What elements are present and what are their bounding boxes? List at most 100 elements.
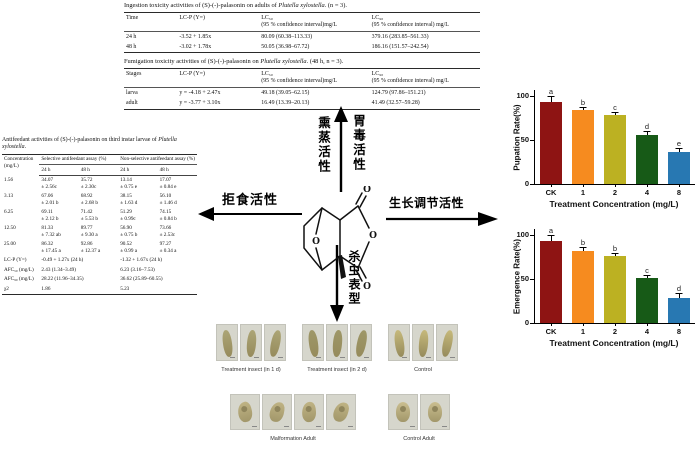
concentration-cell: 12.50 [4,225,16,232]
error-bar [615,254,616,257]
cell-line: ± 0.75 e [120,183,138,190]
x-tick [583,184,584,187]
group-header-row: Concentration (mg/L)Selective antifeedan… [2,154,197,169]
cell-line: 67.06 [41,193,54,200]
cell-line: ± 12.37 a [80,247,101,254]
adult-shape [396,402,410,422]
bar-ck [540,241,562,323]
adult-shape [235,400,255,424]
significance-letter: d [644,122,650,132]
error-cap [675,147,683,149]
photo-strip [216,324,286,361]
title-text: . (48 h, n = 3). [306,58,344,66]
title-text: Fumigation toxicity activities of (S)-(-… [124,58,261,66]
table-cell: 97.27± 0.34 a [158,240,197,256]
larva-shape [354,328,369,358]
summary-label: χ2 [4,285,9,292]
insect-photo [240,324,262,361]
stomach-toxicity-label: 胃毒活性 [351,114,366,172]
svg-text:O: O [363,282,371,292]
error-bar [647,275,648,279]
insect-photo [412,324,434,361]
significance-letter: a [548,87,554,97]
title-text: Antifeedant activities of (S)-(-)-palaso… [2,137,159,143]
error-bar [551,97,552,103]
growth-regulation-activity-label: 生长调节活性 [389,196,465,210]
right-arrow [386,212,498,226]
cell-line: 81.33 [41,225,54,232]
insect-photo [216,324,238,361]
table-cell: 89.77± 9.30 a [79,224,118,240]
concentration-cell: 6.25 [4,209,14,216]
header-line: LC₅₀ [261,71,273,78]
palasonin-structure-icon: O O O O [303,186,377,292]
column-header: LC₅₀(95 % confidence interval)mg/L [259,68,370,89]
adult-head [240,405,248,413]
cell-line: 73.66 [159,225,172,232]
header-line: Stages [126,71,142,78]
cell-line: 68.92 [80,193,93,200]
larva-shape [417,329,430,357]
x-tick-label: 8 [676,188,682,197]
cell-line: ± 1.46 d [159,199,177,206]
fumigation-activity-label: 熏蒸活性 [316,116,331,174]
y-tick-label: 50 [520,274,529,284]
cell-line: 69.11 [41,209,53,216]
error-cap [611,253,619,255]
ingestion-toxicity-table: Ingestion toxicity activities of (S)-(-)… [124,2,480,54]
table-cell: 81.33± 7.32 ab [39,224,78,240]
y-tick [530,234,535,236]
y-tick-label: 100 [516,91,529,101]
significance-letter: c [645,265,649,275]
x-tick-label: 4 [644,188,650,197]
table-cell: 92.86± 12.37 a [79,240,118,256]
table-cell: 49.18 (39.05–62.15) [261,89,310,96]
antifeedant-table: Antifeedant activities of (S)-(-)-palaso… [2,137,197,295]
insect-photo [230,394,260,430]
svg-text:O: O [312,237,320,247]
table-cell: 13.14± 0.75 e [118,175,157,192]
cell-line: 71.42 [80,209,93,216]
header-line: LC-P (Y=) [179,71,205,78]
table-cell: 71.42± 5.53 b [79,208,118,224]
cell-line: ± 0.99 a [120,247,138,254]
photo-group-label: Treatment insect (in 2 d) [307,367,367,373]
concentration-cell: 25.00 [4,241,16,248]
insect-photo [350,324,372,361]
cell-line: ± 0.99c [120,215,136,222]
svg-text:O: O [363,186,371,195]
cell-line: 74.15 [159,209,172,216]
cell-line: 13.14 [120,177,132,184]
error-cap [547,96,555,98]
adult-head [400,406,406,412]
cell-line: 90.52 [120,241,132,248]
column-header: LC₉₀(95 % confidence interval) mg/L [369,68,480,89]
column-header: 48 h [157,164,197,176]
bar-2 [604,114,626,184]
photo-group: Treatment insect (in 2 d) [302,324,372,373]
column-header: LC-P (Y=) [177,12,260,33]
group-header: Selective antifeedant assay (%) [39,154,119,166]
significance-letter: a [548,226,554,236]
table-cell: 67.06± 2.01 b [39,192,78,208]
column-header: LC-P (Y=) [177,68,260,89]
significance-letter: b [580,238,586,248]
adult-shape [300,401,318,423]
table-cell: 51.29± 0.99c [118,208,157,224]
column-header: Time [124,12,178,33]
header-line: (95 % confidence interval)mg/L [261,78,337,85]
larva-shape [268,328,283,358]
table-cell: 41.49 (32.57–59.28) [371,100,420,107]
title-text: . (n = 3). [324,2,347,9]
